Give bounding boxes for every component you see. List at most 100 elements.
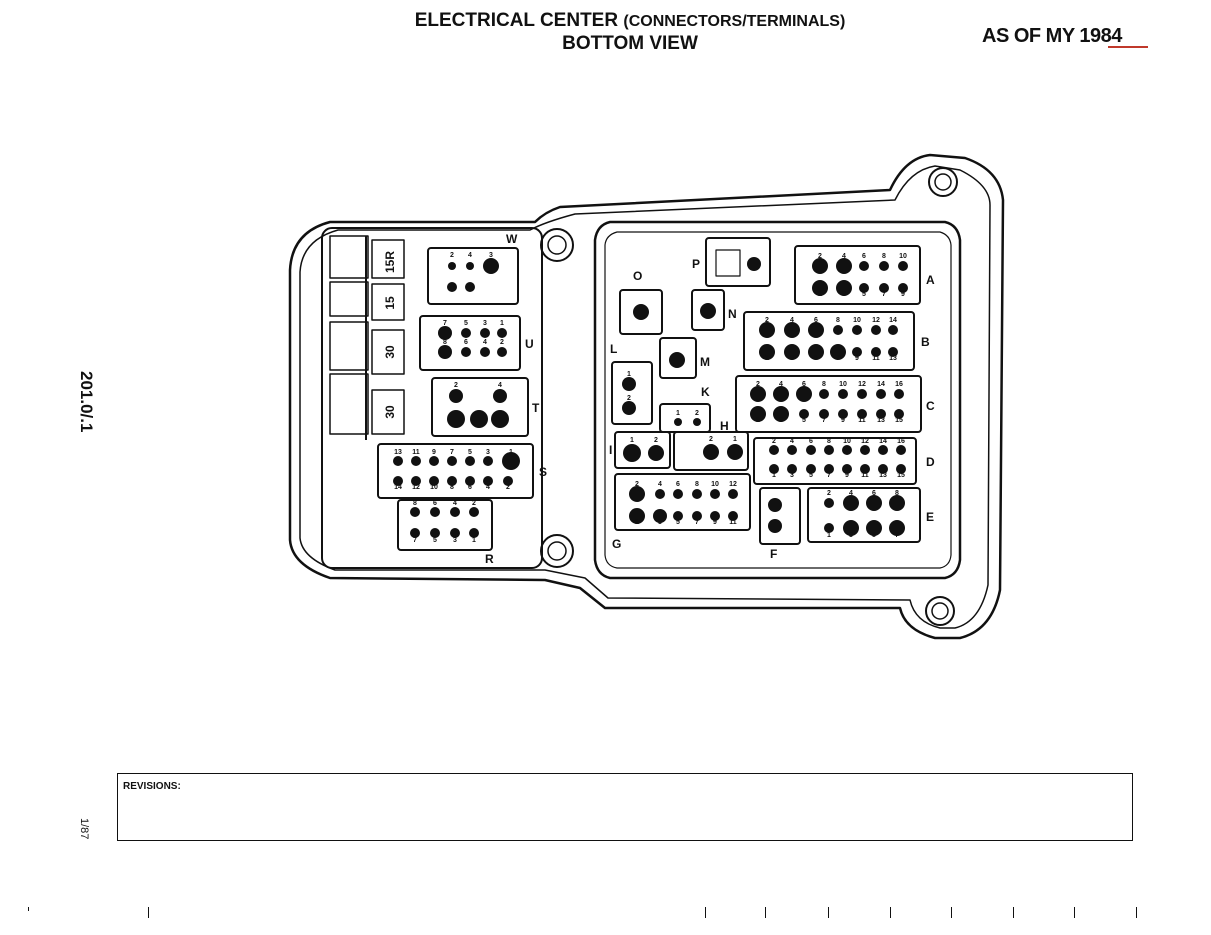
margin-tick (1136, 907, 1137, 918)
connector-a-housing (794, 245, 921, 305)
connector-f-housing (759, 487, 801, 545)
terminal-number: 10 (839, 381, 847, 388)
terminal-pin (622, 377, 636, 391)
terminal-pin (759, 322, 775, 338)
connector-d-housing (753, 437, 917, 485)
terminal-number: 2 (818, 253, 822, 260)
connector-label-r: R (485, 552, 494, 566)
model-year-underline (1108, 46, 1148, 48)
terminal-pin (727, 444, 743, 460)
terminal-number: 6 (802, 381, 806, 388)
terminal-number: 3 (790, 355, 794, 362)
terminal-pin (497, 347, 507, 357)
terminal-pin (787, 445, 797, 455)
connector-r-housing (397, 499, 493, 551)
terminal-pin (769, 464, 779, 474)
terminal-pin (888, 325, 898, 335)
terminal-number: 1 (500, 320, 504, 327)
terminal-number: 3 (658, 519, 662, 526)
terminal-number: 2 (472, 500, 476, 507)
terminal-number: 8 (822, 381, 826, 388)
terminal-number: 10 (430, 484, 438, 491)
title-main: ELECTRICAL CENTER (414, 10, 619, 31)
model-year-stamp: AS OF MY 1984 (982, 25, 1122, 47)
terminal-number: 11 (412, 449, 420, 456)
connector-h-housing (673, 431, 749, 471)
terminal-pin (860, 445, 870, 455)
terminal-pin (483, 456, 493, 466)
terminal-number: 9 (713, 519, 717, 526)
terminal-pin (879, 261, 889, 271)
terminal-pin (633, 304, 649, 320)
terminal-number: 13 (877, 417, 885, 424)
terminal-number: 15 (895, 417, 903, 424)
connector-m-housing (659, 337, 697, 379)
terminal-number: 7 (882, 291, 886, 298)
terminal-pin (447, 410, 465, 428)
connector-label-m: M (700, 355, 710, 369)
terminal-pin (896, 464, 906, 474)
margin-tick (1074, 907, 1075, 918)
connector-label-g: G (612, 537, 621, 551)
terminal-number: 2 (654, 437, 658, 444)
terminal-pin (430, 528, 440, 538)
connector-b-housing (743, 311, 915, 371)
terminal-pin (838, 409, 848, 419)
terminal-number: 2 (765, 317, 769, 324)
terminal-number: 3 (486, 449, 490, 456)
connector-label-t: T (532, 401, 540, 415)
terminal-number: 7 (443, 320, 447, 327)
terminal-number: 1 (827, 532, 831, 539)
terminal-pin (629, 486, 645, 502)
terminal-number: 14 (877, 381, 885, 388)
terminal-pin (461, 347, 471, 357)
terminal-pin (819, 409, 829, 419)
margin-tick (765, 907, 766, 918)
terminal-number: 1 (509, 449, 513, 456)
diagram-title: ELECTRICAL CENTER (CONNECTORS/TERMINALS) (300, 10, 960, 32)
connector-label-o: O (633, 269, 642, 283)
terminal-number: 11 (729, 519, 737, 526)
revisions-box: REVISIONS: (117, 773, 1133, 841)
terminal-pin (889, 495, 905, 511)
terminal-number: 9 (845, 472, 849, 479)
terminal-pin (429, 476, 439, 486)
terminal-pin (503, 476, 513, 486)
connector-label-h: H (720, 419, 729, 433)
terminal-pin (410, 528, 420, 538)
terminal-number: 8 (443, 339, 447, 346)
terminal-number: 2 (695, 410, 699, 417)
terminal-number: 4 (658, 481, 662, 488)
terminal-number: 4 (468, 252, 472, 259)
terminal-pin (836, 258, 852, 274)
terminal-number: 3 (489, 252, 493, 259)
terminal-number: 1 (630, 437, 634, 444)
terminal-number: 8 (882, 253, 886, 260)
terminal-number: 6 (809, 438, 813, 445)
terminal-number: 10 (853, 317, 861, 324)
terminal-number: 13 (889, 355, 897, 362)
terminal-number: 8 (895, 490, 899, 497)
terminal-pin (896, 445, 906, 455)
terminal-pin (879, 283, 889, 293)
terminal-pin (859, 261, 869, 271)
terminal-pin (438, 345, 452, 359)
relay-label-30-lower: 30 (383, 405, 397, 419)
terminal-number: 1 (756, 417, 760, 424)
terminal-pin (889, 520, 905, 536)
terminal-pin (824, 445, 834, 455)
terminal-number: 2 (709, 436, 713, 443)
terminal-pin (410, 507, 420, 517)
terminal-number: 7 (413, 537, 417, 544)
terminal-number: 2 (506, 484, 510, 491)
terminal-pin (669, 352, 685, 368)
terminal-number: 2 (450, 252, 454, 259)
terminal-pin (710, 511, 720, 521)
terminal-number: 1 (472, 537, 476, 544)
terminal-pin (747, 257, 761, 271)
terminal-number: 14 (879, 438, 887, 445)
connector-label-c: C (926, 399, 935, 413)
terminal-number: 12 (872, 317, 880, 324)
terminal-number: 11 (861, 472, 869, 479)
terminal-pin (480, 328, 490, 338)
